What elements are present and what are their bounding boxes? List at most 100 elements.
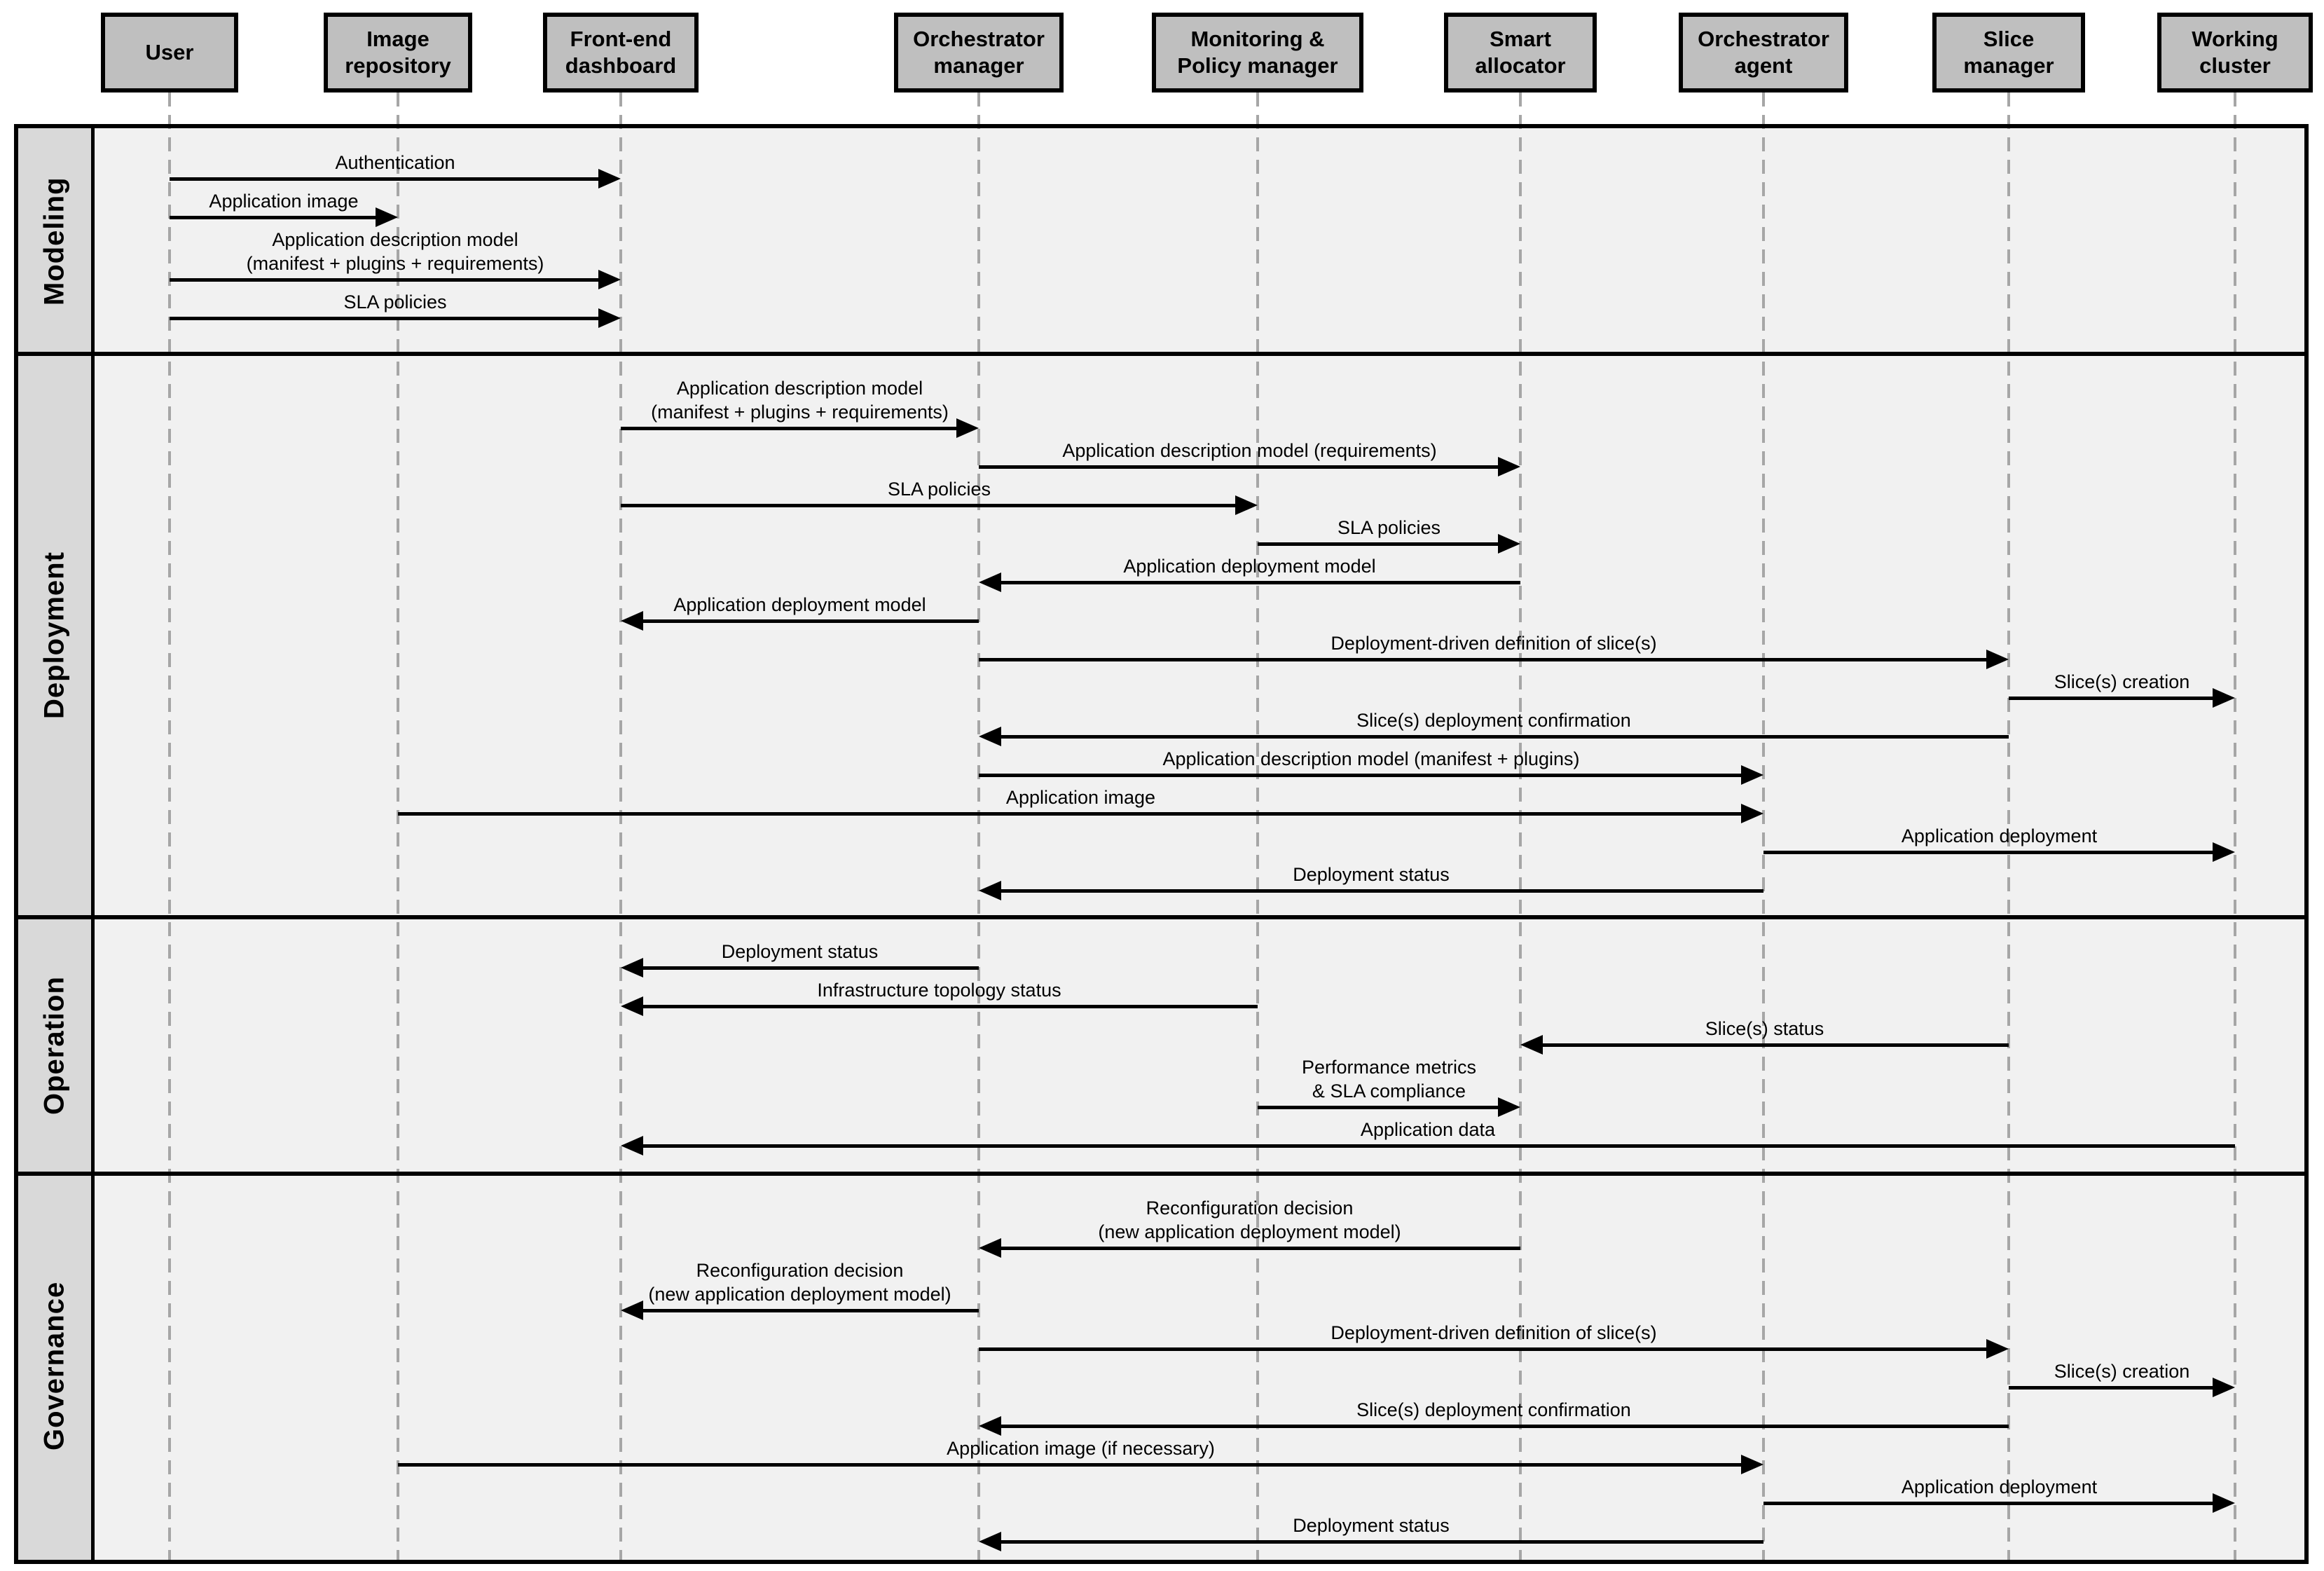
- message-arrow-orchestrator_agent-to-orchestrator_manager: [997, 1540, 1763, 1544]
- message-label-frontend_dashboard-to-monitoring_policy_manager: SLA policies: [887, 479, 991, 500]
- phase-separator-deployment-operation: [14, 915, 2309, 919]
- arrowhead-icon: [1741, 1455, 1763, 1474]
- message-label-slice_manager-to-orchestrator_manager: Slice(s) deployment confirmation: [1356, 710, 1631, 731]
- message-label-orchestrator_agent-to-orchestrator_manager: Deployment status: [1293, 1515, 1450, 1536]
- message-label-orchestrator_manager-to-frontend_dashboard: Deployment status: [721, 941, 879, 962]
- message-label-slice_manager-to-orchestrator_manager: Slice(s) deployment confirmation: [1356, 1399, 1631, 1420]
- arrowhead-icon: [598, 169, 621, 188]
- message-label-orchestrator_manager-to-frontend_dashboard: Reconfiguration decision (new applicatio…: [648, 1260, 951, 1305]
- actor-label-orchestrator_agent: Orchestrator agent: [1698, 27, 1829, 78]
- arrowhead-icon: [979, 881, 1001, 900]
- message-label-slice_manager-to-smart_allocator: Slice(s) status: [1705, 1018, 1824, 1039]
- arrowhead-icon: [621, 611, 643, 631]
- message-arrow-monitoring_policy_manager-to-smart_allocator: [1258, 542, 1502, 546]
- message-arrow-smart_allocator-to-orchestrator_manager: [997, 1247, 1520, 1250]
- actor-box-user: User: [101, 13, 238, 92]
- message-arrow-orchestrator_agent-to-working_cluster: [1763, 851, 2217, 854]
- message-arrow-slice_manager-to-orchestrator_manager: [997, 735, 2009, 739]
- arrowhead-icon: [376, 207, 398, 227]
- message-label-slice_manager-to-working_cluster: Slice(s) creation: [2054, 1361, 2190, 1382]
- phase-column-separator: [91, 124, 95, 1564]
- message-label-monitoring_policy_manager-to-frontend_dashboard: Infrastructure topology status: [817, 980, 1061, 1001]
- message-arrow-orchestrator_manager-to-smart_allocator: [979, 465, 1502, 469]
- arrowhead-icon: [1498, 534, 1520, 554]
- message-label-monitoring_policy_manager-to-smart_allocator: SLA policies: [1337, 517, 1441, 538]
- message-arrow-orchestrator_agent-to-orchestrator_manager: [997, 889, 1763, 893]
- frame-left-border: [14, 124, 18, 1564]
- message-label-orchestrator_manager-to-orchestrator_agent: Application description model (manifest …: [1162, 748, 1580, 769]
- arrowhead-icon: [1498, 1097, 1520, 1117]
- lifeline-orchestrator_agent: [1762, 92, 1765, 1562]
- message-arrow-slice_manager-to-orchestrator_manager: [997, 1425, 2009, 1428]
- message-arrow-user-to-image_repository: [170, 216, 380, 219]
- diagram-band-background: [91, 126, 2304, 1562]
- arrowhead-icon: [621, 1301, 643, 1320]
- message-label-orchestrator_agent-to-working_cluster: Application deployment: [1901, 825, 2098, 846]
- message-arrow-orchestrator_manager-to-slice_manager: [979, 658, 1990, 661]
- arrowhead-icon: [979, 1532, 1001, 1551]
- message-label-user-to-frontend_dashboard: SLA policies: [343, 291, 447, 313]
- arrowhead-icon: [621, 1136, 643, 1155]
- arrowhead-icon: [1498, 457, 1520, 476]
- message-label-orchestrator_manager-to-smart_allocator: Application description model (requireme…: [1062, 440, 1437, 461]
- message-label-image_repository-to-orchestrator_agent: Application image: [1005, 787, 1156, 808]
- lifeline-frontend_dashboard: [619, 92, 622, 1562]
- message-arrow-user-to-frontend_dashboard: [170, 278, 603, 282]
- arrowhead-icon: [979, 1416, 1001, 1436]
- arrowhead-icon: [956, 418, 979, 438]
- actor-label-slice_manager: Slice manager: [1963, 27, 2054, 78]
- message-label-monitoring_policy_manager-to-smart_allocator: Performance metrics & SLA compliance: [1301, 1057, 1477, 1102]
- actor-label-working_cluster: Working cluster: [2192, 27, 2278, 78]
- actor-label-smart_allocator: Smart allocator: [1475, 27, 1566, 78]
- arrowhead-icon: [621, 996, 643, 1016]
- arrowhead-icon: [1235, 495, 1258, 515]
- actor-label-user: User: [145, 40, 194, 64]
- actor-box-monitoring_policy_manager: Monitoring & Policy manager: [1152, 13, 1363, 92]
- message-arrow-orchestrator_agent-to-working_cluster: [1763, 1502, 2217, 1505]
- message-label-image_repository-to-orchestrator_agent: Application image (if necessary): [947, 1438, 1215, 1459]
- message-label-orchestrator_manager-to-slice_manager: Deployment-driven definition of slice(s): [1331, 633, 1657, 654]
- message-arrow-orchestrator_manager-to-frontend_dashboard: [639, 1309, 979, 1312]
- lifeline-working_cluster: [2234, 92, 2236, 1562]
- actor-box-working_cluster: Working cluster: [2157, 13, 2313, 92]
- message-label-frontend_dashboard-to-orchestrator_manager: Application description model (manifest …: [651, 378, 949, 423]
- message-arrow-smart_allocator-to-orchestrator_manager: [997, 581, 1520, 584]
- lifeline-smart_allocator: [1519, 92, 1522, 1562]
- actor-label-orchestrator_manager: Orchestrator manager: [913, 27, 1045, 78]
- actor-box-image_repository: Image repository: [324, 13, 472, 92]
- message-arrow-orchestrator_manager-to-slice_manager: [979, 1347, 1990, 1351]
- message-arrow-slice_manager-to-smart_allocator: [1539, 1043, 2009, 1047]
- frame-top-border: [14, 124, 2309, 128]
- actor-box-frontend_dashboard: Front-end dashboard: [543, 13, 699, 92]
- message-label-orchestrator_manager-to-slice_manager: Deployment-driven definition of slice(s): [1331, 1322, 1657, 1343]
- message-arrow-image_repository-to-orchestrator_agent: [398, 812, 1745, 816]
- message-label-user-to-frontend_dashboard: Authentication: [335, 152, 455, 173]
- lifeline-image_repository: [397, 92, 399, 1562]
- message-arrow-user-to-frontend_dashboard: [170, 317, 603, 320]
- arrowhead-icon: [1986, 1339, 2009, 1359]
- message-label-working_cluster-to-frontend_dashboard: Application data: [1360, 1119, 1496, 1140]
- frame-bottom-border: [14, 1560, 2309, 1564]
- phase-separator-operation-governance: [14, 1172, 2309, 1176]
- message-arrow-frontend_dashboard-to-monitoring_policy_manager: [621, 504, 1239, 507]
- arrowhead-icon: [2213, 1493, 2235, 1513]
- arrowhead-icon: [2213, 1378, 2235, 1397]
- lifeline-monitoring_policy_manager: [1256, 92, 1259, 1562]
- actor-box-orchestrator_manager: Orchestrator manager: [894, 13, 1064, 92]
- message-arrow-slice_manager-to-working_cluster: [2009, 697, 2217, 700]
- message-label-orchestrator_agent-to-working_cluster: Application deployment: [1901, 1476, 2098, 1497]
- arrowhead-icon: [979, 572, 1001, 592]
- message-label-orchestrator_manager-to-frontend_dashboard: Application deployment model: [673, 594, 926, 615]
- phase-label-column: [14, 126, 91, 1562]
- arrowhead-icon: [979, 1238, 1001, 1258]
- lifeline-user: [168, 92, 171, 1562]
- message-label-smart_allocator-to-orchestrator_manager: Application deployment model: [1123, 556, 1376, 577]
- message-arrow-working_cluster-to-frontend_dashboard: [639, 1144, 2235, 1148]
- message-arrow-image_repository-to-orchestrator_agent: [398, 1463, 1745, 1467]
- message-label-user-to-frontend_dashboard: Application description model (manifest …: [246, 229, 544, 274]
- message-label-smart_allocator-to-orchestrator_manager: Reconfiguration decision (new applicatio…: [1098, 1198, 1401, 1242]
